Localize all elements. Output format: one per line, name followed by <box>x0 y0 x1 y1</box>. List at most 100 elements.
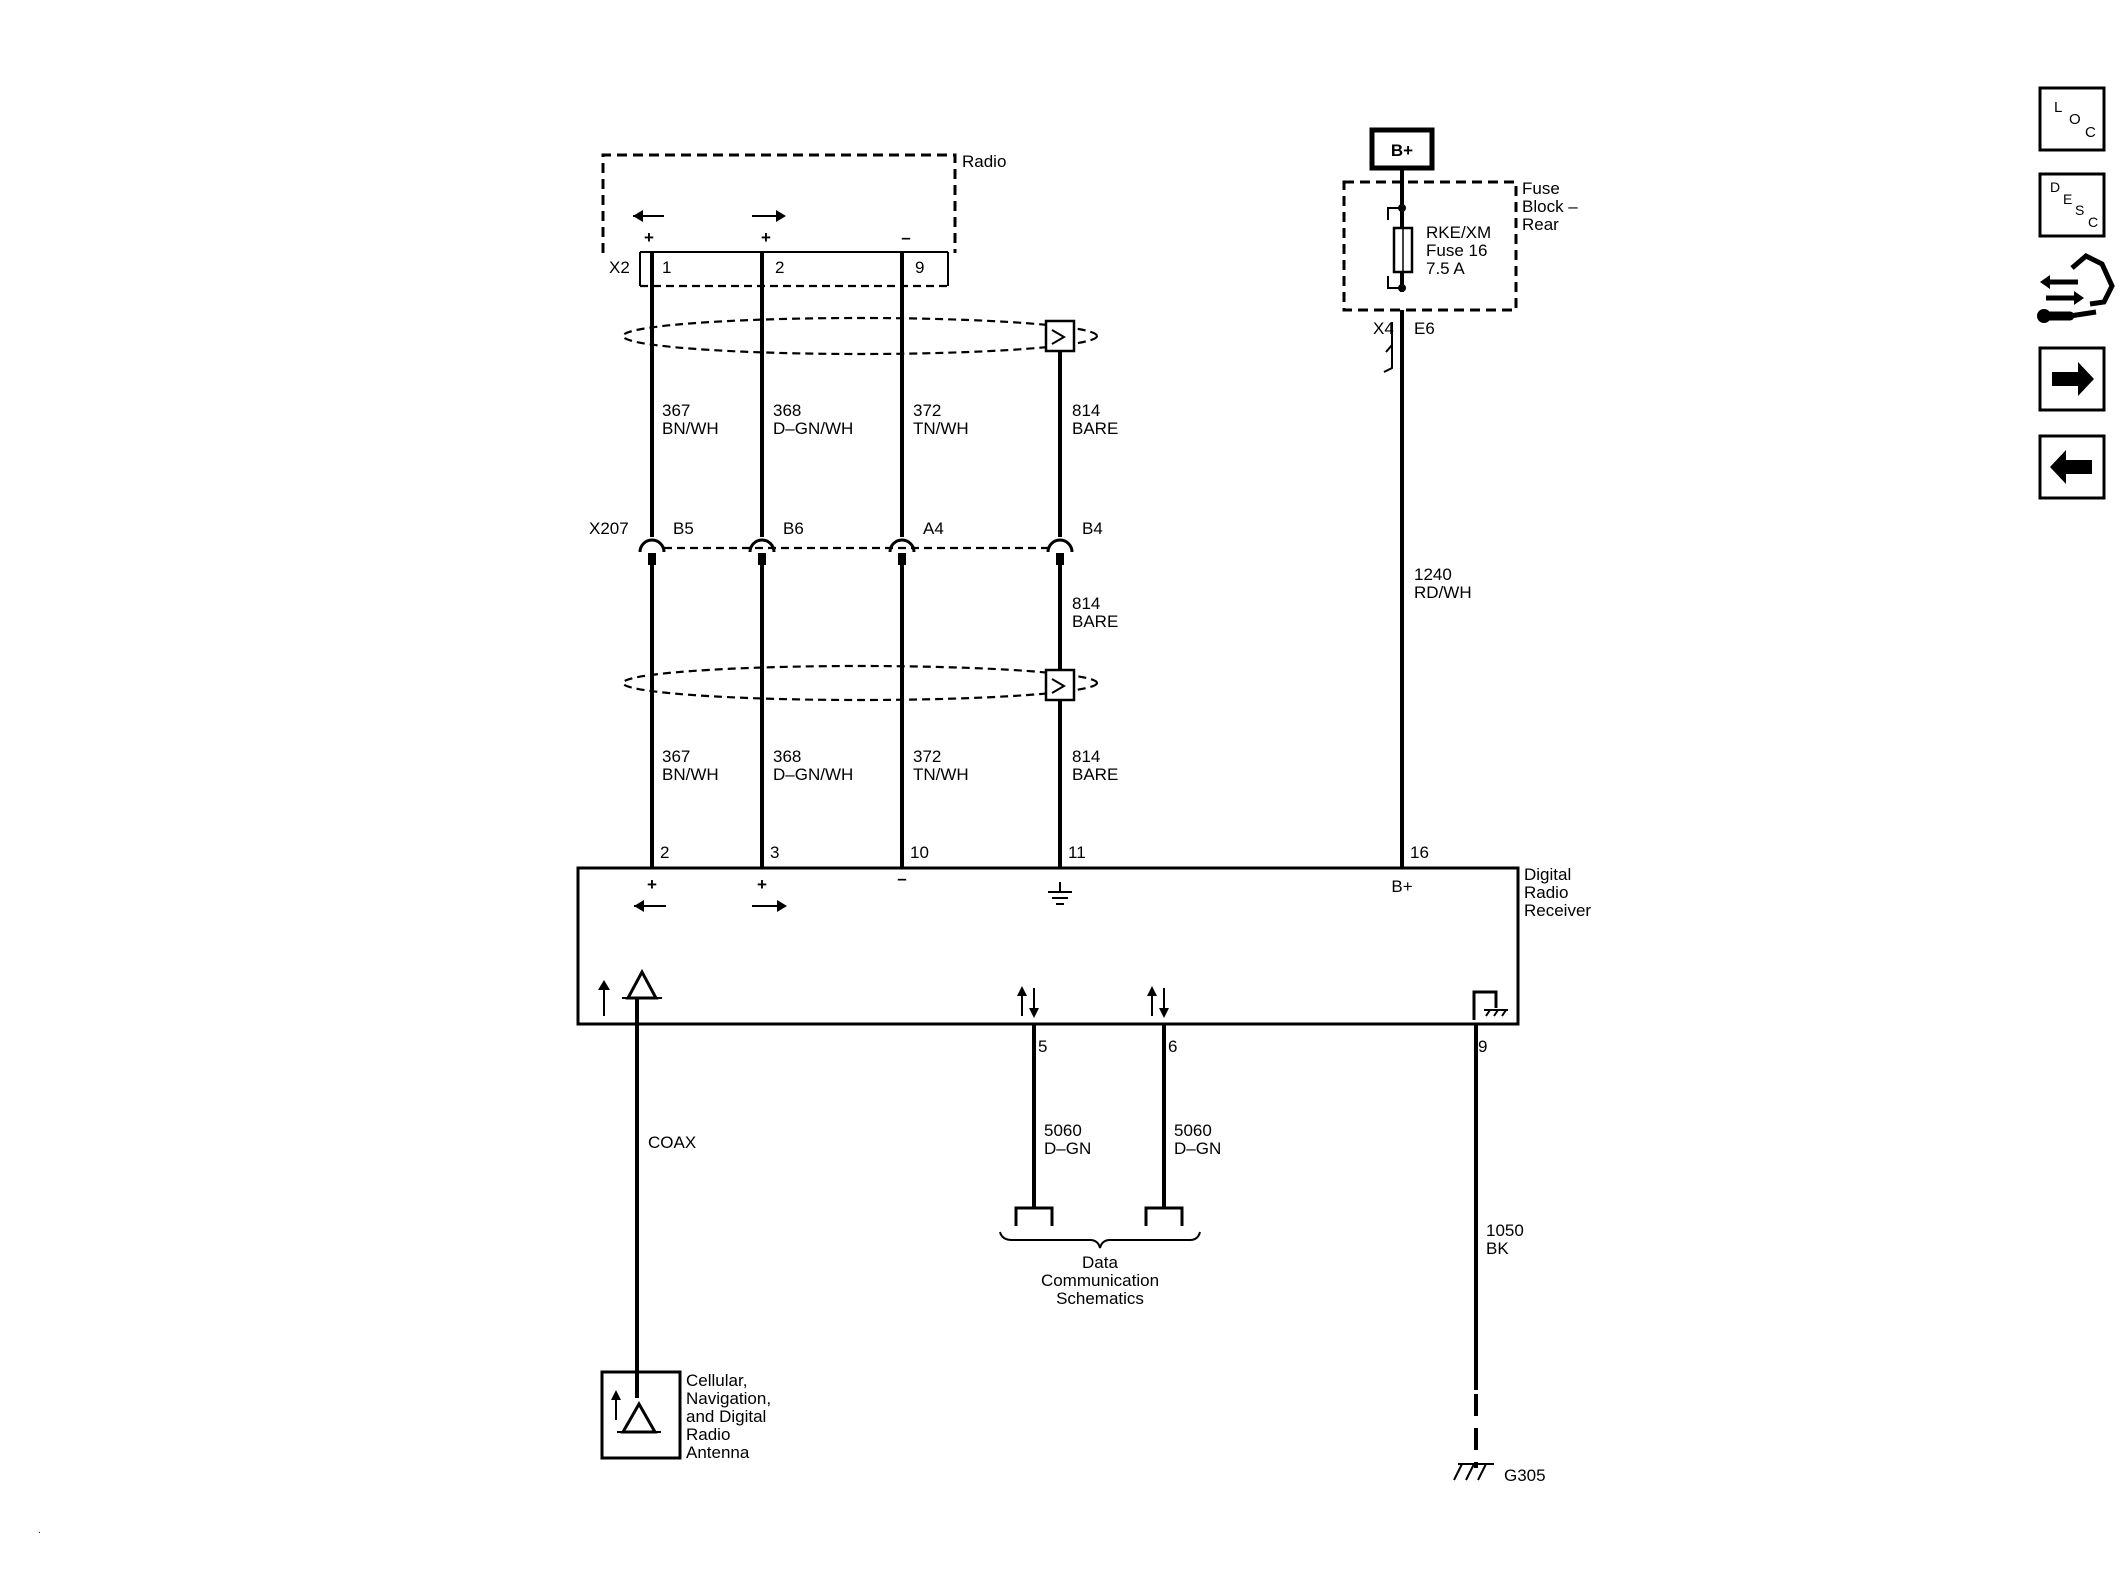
desc-letter-c: C <box>2088 214 2098 230</box>
wire-814-mid-color: BARE <box>1072 612 1118 631</box>
fuse-rating: 7.5 A <box>1426 259 1465 278</box>
data-wires: 5060 D–GN 5060 D–GN Data Communication S… <box>999 1024 1221 1308</box>
forward-button[interactable] <box>2038 346 2106 412</box>
receiver-title-2: Radio <box>1524 883 1568 902</box>
radio-pin9-sign: – <box>901 228 910 247</box>
receiver-pin-2: 2 <box>660 843 669 862</box>
inline-pin-a4: A4 <box>923 519 944 538</box>
radio-connector-x2: X2 1 2 9 <box>609 251 949 288</box>
receiver-rf-arrow-icon <box>598 980 610 1016</box>
radio-pin-9: 9 <box>915 258 924 277</box>
receiver-pin-3: 3 <box>770 843 779 862</box>
loc-letter-c: C <box>2085 124 2096 141</box>
radio-pin1-sign: + <box>644 228 654 247</box>
fuse-block-title-2: Block – <box>1522 197 1578 216</box>
radio-connector-name: X2 <box>609 258 630 277</box>
coax-cable: COAX <box>635 998 696 1398</box>
wire-368-lower-circuit: 368 <box>773 747 801 766</box>
desc-button[interactable]: D E S C <box>2038 172 2106 238</box>
receiver-pin-9: 9 <box>1478 1037 1487 1056</box>
lower-wire-labels: 367 BN/WH 368 D–GN/WH 372 TN/WH 814 BARE <box>662 747 1118 784</box>
connector-end-view-button[interactable] <box>2037 253 2115 323</box>
data-wire-6-color: D–GN <box>1174 1139 1221 1158</box>
wire-372-upper-color: TN/WH <box>913 419 969 438</box>
radio-module: Radio + + – X2 1 2 9 <box>601 152 1006 288</box>
receiver-pin-6: 6 <box>1168 1037 1177 1056</box>
fuse-block-rear: B+ Fuse Block – Rear RKE/XM Fuse 16 7.5 … <box>1342 127 1578 373</box>
chassis-ground-icon <box>1048 882 1072 905</box>
fuse-name-1: RKE/XM <box>1426 223 1491 242</box>
radio-input-arrow-icon <box>752 210 786 222</box>
bplus-power-label: B+ <box>1391 141 1413 160</box>
receiver-input-arrow-icon <box>752 900 787 912</box>
receiver-antenna-icon <box>622 968 662 1000</box>
ground-wire-circuit: 1050 <box>1486 1221 1524 1240</box>
lower-wires <box>650 565 1062 868</box>
upper-wires <box>650 252 1062 537</box>
wire-814-lower-circuit: 814 <box>1072 747 1100 766</box>
terminal-b6 <box>748 538 776 565</box>
ground-g305-icon <box>1453 1463 1494 1481</box>
inline-connector-name: X207 <box>589 519 629 538</box>
wire-814-upper-circuit: 814 <box>1072 401 1100 420</box>
coax-label: COAX <box>648 1133 696 1152</box>
terminal-b4 <box>1046 538 1074 565</box>
receiver-pin-16: 16 <box>1410 843 1429 862</box>
wire-368-lower-color: D–GN/WH <box>773 765 853 784</box>
back-button[interactable] <box>2038 434 2106 500</box>
upper-wire-labels: 367 BN/WH 368 D–GN/WH 372 TN/WH 814 BARE <box>662 401 1118 438</box>
stray-dot: . <box>38 1525 41 1536</box>
forward-arrow-icon <box>2052 362 2094 396</box>
wire-367-upper-color: BN/WH <box>662 419 719 438</box>
receiver-pin-5: 5 <box>1038 1037 1047 1056</box>
data-comm-title-1: Data <box>1082 1253 1118 1272</box>
connector-tool-icon <box>2037 253 2115 323</box>
data-bidirectional-icon-6 <box>1147 986 1169 1018</box>
fuse-connector-pin: E6 <box>1414 319 1435 338</box>
radio-title: Radio <box>962 152 1006 171</box>
receiver-pin10-sign: – <box>897 869 906 888</box>
antenna-title-1: Cellular, <box>686 1371 747 1390</box>
receiver-title-3: Receiver <box>1524 901 1591 920</box>
terminal-a4 <box>888 538 916 565</box>
antenna-title-3: and Digital <box>686 1407 766 1426</box>
wire-1240-circuit: 1240 <box>1414 565 1452 584</box>
wire-1240-color: RD/WH <box>1414 583 1472 602</box>
loc-letter-l: L <box>2054 99 2062 116</box>
back-arrow-icon <box>2050 450 2092 484</box>
wire-367-lower-color: BN/WH <box>662 765 719 784</box>
inline-connector-x207: X207 B5 B6 A4 B4 <box>589 519 1103 565</box>
antenna-title-4: Radio <box>686 1425 730 1444</box>
receiver-title-1: Digital <box>1524 865 1571 884</box>
fuse-block-title-3: Rear <box>1522 215 1559 234</box>
fuse-name-2: Fuse 16 <box>1426 241 1487 260</box>
wire-372-lower-color: TN/WH <box>913 765 969 784</box>
wire-368-upper-color: D–GN/WH <box>773 419 853 438</box>
inline-pin-b6: B6 <box>783 519 804 538</box>
receiver-bplus-label: B+ <box>1391 877 1412 896</box>
wire-367-upper-circuit: 367 <box>662 401 690 420</box>
terminal-b5 <box>638 538 666 565</box>
radio-pin2-sign: + <box>761 228 771 247</box>
desc-letter-e: E <box>2063 191 2072 207</box>
receiver-pin-11: 11 <box>1068 843 1086 862</box>
loc-letter-o: O <box>2069 111 2081 128</box>
digital-radio-receiver: Digital Radio Receiver 2 3 10 11 16 + + … <box>576 843 1591 1056</box>
wire-367-lower-circuit: 367 <box>662 747 690 766</box>
loc-button[interactable]: L O C <box>2038 86 2106 152</box>
receiver-pin-10: 10 <box>910 843 929 862</box>
receiver-pin3-sign: + <box>757 875 767 894</box>
ground-wire-color: BK <box>1486 1239 1509 1258</box>
desc-letter-d: D <box>2050 179 2060 195</box>
desc-letter-s: S <box>2075 202 2084 218</box>
data-bidirectional-icon-5 <box>1017 986 1039 1018</box>
power-wire-1240: 1240 RD/WH <box>1400 310 1472 868</box>
receiver-pin2-sign: + <box>647 875 657 894</box>
upper-shield <box>621 316 1099 356</box>
receiver-output-arrow-icon <box>634 900 666 912</box>
ground-wire-1050: 1050 BK G305 <box>1453 1024 1546 1485</box>
antenna-title-5: Antenna <box>686 1443 750 1462</box>
inline-pin-b5: B5 <box>673 519 694 538</box>
wire-372-upper-circuit: 372 <box>913 401 941 420</box>
